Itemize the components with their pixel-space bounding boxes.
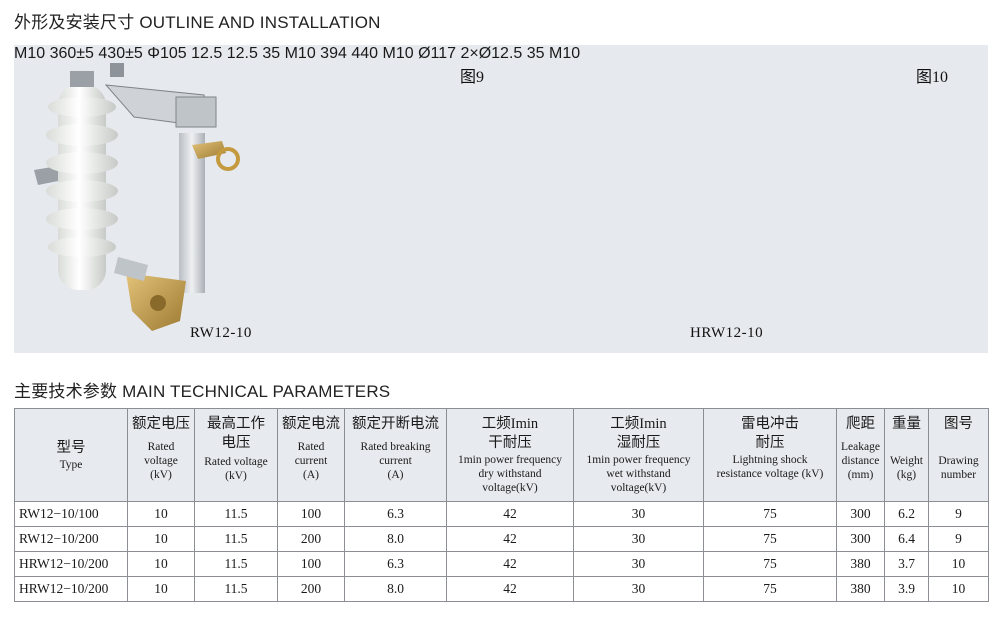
params-section-title: 主要技术参数 MAIN TECHNICAL PARAMETERS bbox=[14, 382, 391, 401]
fig9-slot-dist-dim: 35 bbox=[262, 45, 281, 62]
fig9-bolt-bottom: M10 bbox=[284, 45, 316, 62]
cell-drawing-number: 10 bbox=[928, 576, 989, 602]
cell-wet-withstand: 30 bbox=[573, 551, 704, 577]
cell-rated-current: 100 bbox=[277, 551, 345, 577]
cell-leakage-distance: 380 bbox=[836, 551, 885, 577]
cell-max-voltage: 11.5 bbox=[194, 576, 278, 602]
fig9-label: 图9 bbox=[460, 69, 485, 86]
cell-drawing-number: 10 bbox=[928, 551, 989, 577]
cell-weight: 3.9 bbox=[884, 576, 929, 602]
outline-illustrations bbox=[34, 63, 240, 331]
cell-lightning-shock: 75 bbox=[703, 501, 837, 527]
cell-leakage-distance: 300 bbox=[836, 501, 885, 527]
model-label-rw12: RW12-10 bbox=[190, 325, 252, 341]
fig9-dia-dim: Φ105 bbox=[147, 45, 187, 62]
rw12-porcelain-cutout-photo bbox=[34, 63, 240, 331]
fig10-label: 图10 bbox=[916, 69, 949, 86]
cell-rated-voltage: 10 bbox=[127, 551, 195, 577]
cell-type: RW12−10/200 bbox=[14, 526, 128, 552]
cell-lightning-shock: 75 bbox=[703, 526, 837, 552]
cell-leakage-distance: 300 bbox=[836, 526, 885, 552]
fig9-bolt-top: M10 bbox=[14, 45, 46, 62]
table-row: HRW12−10/200 10 11.5 100 6.3 42 30 75 38… bbox=[14, 551, 989, 577]
cell-rated-voltage: 10 bbox=[127, 501, 195, 527]
fig10-height-dim: 440 bbox=[351, 45, 379, 62]
cell-breaking-current: 6.3 bbox=[344, 501, 447, 527]
fig10-width-dim: 394 bbox=[320, 45, 347, 62]
cell-breaking-current: 6.3 bbox=[344, 551, 447, 577]
cell-lightning-shock: 75 bbox=[703, 551, 837, 577]
cell-dry-withstand: 42 bbox=[446, 526, 574, 552]
cell-rated-current: 100 bbox=[277, 501, 345, 527]
cell-rated-current: 200 bbox=[277, 526, 345, 552]
table-row: RW12−10/200 10 11.5 200 8.0 42 30 75 300… bbox=[14, 526, 989, 552]
cell-weight: 3.7 bbox=[884, 551, 929, 577]
fig10-bolt-top: M10 bbox=[382, 45, 414, 62]
cell-type: HRW12−10/200 bbox=[14, 576, 128, 602]
cell-wet-withstand: 30 bbox=[573, 501, 704, 527]
table-row: RW12−10/100 10 11.5 100 6.3 42 30 75 300… bbox=[14, 501, 989, 527]
cell-weight: 6.4 bbox=[884, 526, 929, 552]
cell-wet-withstand: 30 bbox=[573, 526, 704, 552]
cell-drawing-number: 9 bbox=[928, 501, 989, 527]
cell-rated-current: 200 bbox=[277, 576, 345, 602]
cell-dry-withstand: 42 bbox=[446, 551, 574, 577]
outline-panel: M10 bbox=[14, 45, 988, 353]
cell-drawing-number: 9 bbox=[928, 526, 989, 552]
cell-max-voltage: 11.5 bbox=[194, 526, 278, 552]
cell-lightning-shock: 75 bbox=[703, 576, 837, 602]
cell-rated-voltage: 10 bbox=[127, 526, 195, 552]
cell-type: HRW12−10/200 bbox=[14, 551, 128, 577]
cell-breaking-current: 8.0 bbox=[344, 576, 447, 602]
model-label-hrw12: HRW12-10 bbox=[690, 325, 764, 341]
fig10-dia-dim: Ø117 bbox=[418, 45, 457, 62]
cell-dry-withstand: 42 bbox=[446, 576, 574, 602]
table-row: HRW12−10/200 10 11.5 200 8.0 42 30 75 38… bbox=[14, 576, 989, 602]
outline-section-title: 外形及安装尺寸 OUTLINE AND INSTALLATION bbox=[14, 13, 381, 32]
fig9-slot-w-dim: 12.5 bbox=[226, 45, 258, 62]
cell-rated-voltage: 10 bbox=[127, 576, 195, 602]
fig9-slot-h-dim: 12.5 bbox=[191, 45, 223, 62]
cell-dry-withstand: 42 bbox=[446, 501, 574, 527]
cell-leakage-distance: 380 bbox=[836, 576, 885, 602]
cell-max-voltage: 11.5 bbox=[194, 501, 278, 527]
cell-breaking-current: 8.0 bbox=[344, 526, 447, 552]
cell-max-voltage: 11.5 bbox=[194, 551, 278, 577]
cell-weight: 6.2 bbox=[884, 501, 929, 527]
fig10-hole-dist-dim: 35 bbox=[526, 45, 545, 62]
cell-type: RW12−10/100 bbox=[14, 501, 128, 527]
fig9-height-dim: 430±5 bbox=[98, 45, 143, 62]
fig10-bolt-bottom: M10 bbox=[549, 45, 581, 62]
cell-wet-withstand: 30 bbox=[573, 576, 704, 602]
fig10-holes-dim: 2×Ø12.5 bbox=[460, 45, 523, 62]
fig9-width-dim: 360±5 bbox=[49, 45, 94, 62]
